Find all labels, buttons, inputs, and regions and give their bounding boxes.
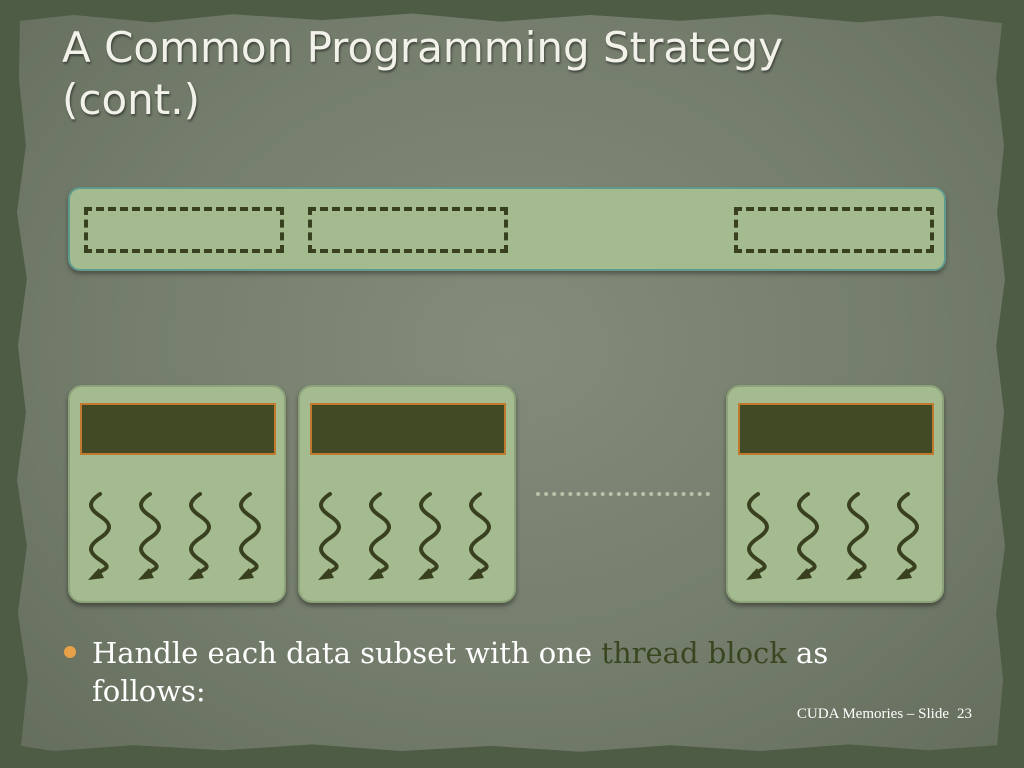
bullet-highlight: thread block — [601, 636, 787, 670]
threads-group — [746, 492, 919, 580]
thread-arrow-icon — [796, 492, 819, 580]
thread-arrow-icon — [368, 492, 391, 580]
bullet-dot-icon — [64, 646, 76, 658]
data-subset — [84, 207, 284, 253]
thread-arrow-icon — [238, 492, 261, 580]
slide-title: A Common Programming Strategy (cont.) — [62, 23, 783, 124]
thread-arrow-icon — [188, 492, 211, 580]
thread-block — [726, 385, 944, 603]
slide-number: 23 — [957, 706, 972, 722]
global-memory-data-bar — [68, 187, 946, 271]
thread-arrow-icon — [846, 492, 869, 580]
thread-arrow-icon — [896, 492, 919, 580]
thread-arrow-icon — [746, 492, 769, 580]
threads-group — [318, 492, 491, 580]
dotted-ellipsis — [536, 492, 710, 496]
slide-footer: CUDA Memories – Slide 23 — [797, 706, 972, 723]
thread-arrow-icon — [418, 492, 441, 580]
bullet-text: Handle each data subset with one thread … — [92, 634, 912, 710]
threads-group — [88, 492, 261, 580]
shared-memory-box — [738, 403, 934, 455]
data-subset — [734, 207, 934, 253]
thread-block — [298, 385, 516, 603]
data-subset — [308, 207, 508, 253]
bullet-text-after: as follows: — [92, 636, 829, 708]
thread-arrow-icon — [468, 492, 491, 580]
bullet-text-before: Handle each data subset with one — [92, 636, 602, 670]
footer-label: CUDA Memories – Slide — [796, 706, 949, 722]
shared-memory-box — [80, 403, 276, 455]
thread-arrow-icon — [318, 492, 341, 580]
thread-arrow-icon — [88, 492, 111, 580]
thread-arrow-icon — [138, 492, 161, 580]
shared-memory-box — [310, 403, 506, 455]
thread-block — [68, 385, 286, 603]
slide-background-paper — [16, 13, 1006, 752]
